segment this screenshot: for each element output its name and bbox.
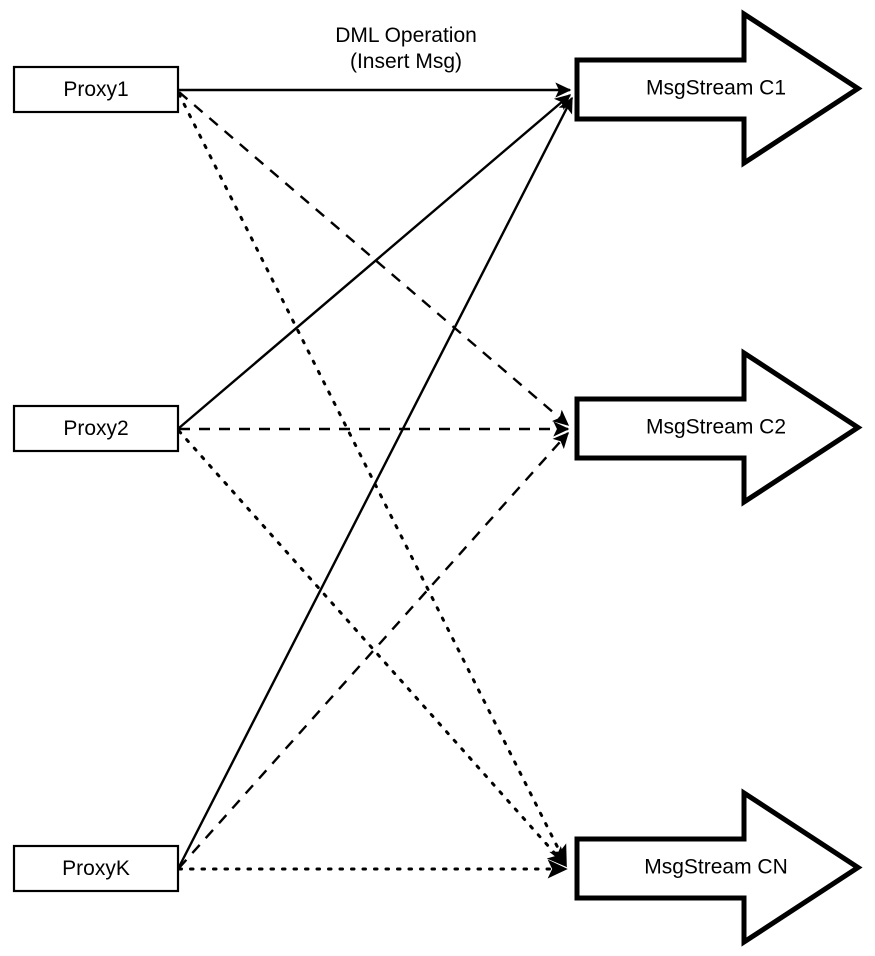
proxy-proxy1[interactable]: Proxy1 xyxy=(12,65,180,114)
stream-arrow-shape xyxy=(574,9,863,168)
edge-proxy2-to-c1 xyxy=(178,94,572,429)
edge-line-solid xyxy=(177,96,574,868)
stream-label: MsgStream C2 xyxy=(646,416,786,439)
stream-arrow-shape xyxy=(574,348,863,507)
proxy-proxy2[interactable]: Proxy2 xyxy=(12,404,180,453)
proxy-box-shape xyxy=(12,65,180,114)
stream-stream_c2[interactable]: MsgStream C2 xyxy=(574,348,863,507)
edge-proxy2-to-cn xyxy=(177,429,568,868)
edges-layer xyxy=(177,82,574,879)
edge-line-dashed xyxy=(178,91,570,426)
edge-line-dashed xyxy=(178,431,569,869)
edge-proxyk-to-c2 xyxy=(178,431,569,869)
proxy-label: ProxyK xyxy=(62,857,130,880)
stream-label: MsgStream C1 xyxy=(646,77,786,100)
stream-label: MsgStream CN xyxy=(644,856,788,879)
dml-operation-label: DML Operation xyxy=(335,24,477,47)
stream-arrow-shape xyxy=(574,788,863,947)
edge-line-dotted xyxy=(177,92,568,866)
edge-line-solid xyxy=(178,94,572,429)
streams-layer: MsgStream C1 MsgStream C2 MsgStream CN xyxy=(574,9,863,947)
proxy-label: Proxy1 xyxy=(63,78,128,101)
proxy-label: Proxy2 xyxy=(63,417,128,440)
edge-line-dotted xyxy=(177,429,568,868)
proxy-box-shape xyxy=(12,844,180,893)
proxy-proxyk[interactable]: ProxyK xyxy=(12,844,180,893)
edge-proxy1-to-cn xyxy=(177,92,568,866)
edge-proxyk-to-c1 xyxy=(177,96,574,868)
stream-stream_cn[interactable]: MsgStream CN xyxy=(574,788,863,947)
edge-proxy1-to-c2 xyxy=(178,91,570,426)
dml-operation-label-group: DML Operation (Insert Msg) xyxy=(335,24,477,73)
stream-stream_c1[interactable]: MsgStream C1 xyxy=(574,9,863,168)
insert-msg-label: (Insert Msg) xyxy=(350,50,462,73)
proxy-box-shape xyxy=(12,404,180,453)
